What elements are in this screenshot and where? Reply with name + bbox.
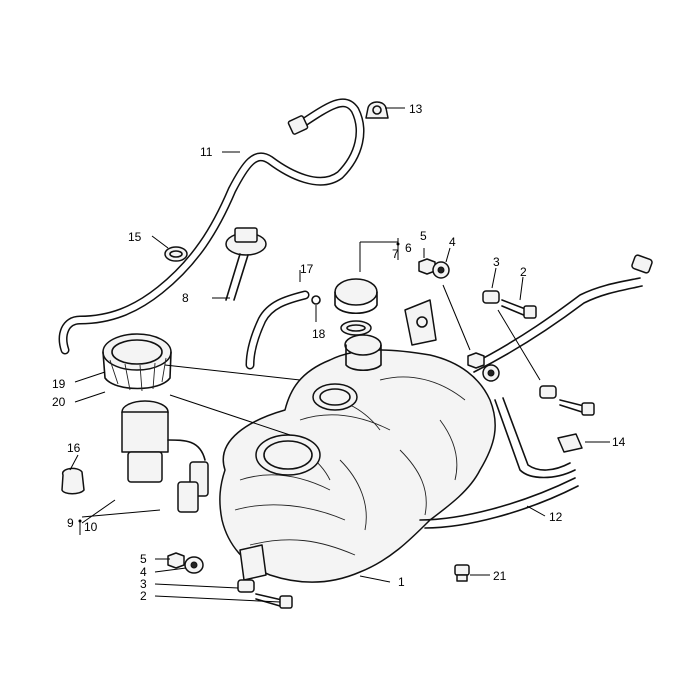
callout-14: 14 [612, 435, 626, 449]
assembly-guide-line [442, 284, 471, 351]
callout-6: 6 [405, 241, 412, 255]
callout-18: 18 [312, 327, 326, 341]
fuel-level-sender [225, 227, 267, 301]
callout-19: 19 [52, 377, 66, 391]
callout-13: 13 [409, 102, 423, 116]
callout-10: 10 [84, 520, 98, 534]
callout-12: 12 [549, 510, 563, 524]
fuel-tank [219, 299, 496, 583]
callout-3: 3 [140, 577, 147, 591]
drain-plug [454, 564, 470, 582]
callout-8: 8 [182, 291, 189, 305]
filter-element [61, 467, 85, 495]
callout-1: 1 [398, 575, 405, 589]
callout-4: 4 [140, 565, 147, 579]
callout-17: 17 [300, 262, 314, 276]
callout-2: 2 [520, 265, 527, 279]
callout-4: 4 [449, 235, 456, 249]
assembly-guide-line [169, 394, 291, 436]
hardware-lower-left [167, 552, 293, 609]
callout-21: 21 [493, 569, 507, 583]
assembly-guide-line [164, 364, 301, 381]
hose-clip [365, 101, 389, 119]
callout-leaders [69, 107, 610, 603]
callout-2: 2 [140, 589, 147, 603]
filler-cap [334, 278, 378, 336]
hardware-upper-right [418, 258, 595, 416]
breather-hose [58, 98, 365, 355]
callout-16: 16 [67, 441, 81, 455]
callout-5: 5 [140, 552, 147, 566]
assembly-guide-line [497, 309, 541, 381]
callout-3: 3 [493, 255, 500, 269]
group-dot [78, 519, 82, 523]
group-dot [396, 242, 400, 246]
fuel-pump [121, 400, 209, 513]
callout-20: 20 [52, 395, 66, 409]
callout-9: 9 [67, 516, 74, 530]
callout-7: 7 [392, 247, 399, 261]
callout-5: 5 [420, 229, 427, 243]
tank-support-tube [419, 254, 653, 529]
callout-11: 11 [200, 145, 213, 159]
pump-ring-nut [102, 333, 172, 392]
fuel-hose [245, 290, 321, 370]
hose-clamp [164, 246, 188, 262]
callout-15: 15 [128, 230, 142, 244]
rubber-block [557, 433, 583, 453]
